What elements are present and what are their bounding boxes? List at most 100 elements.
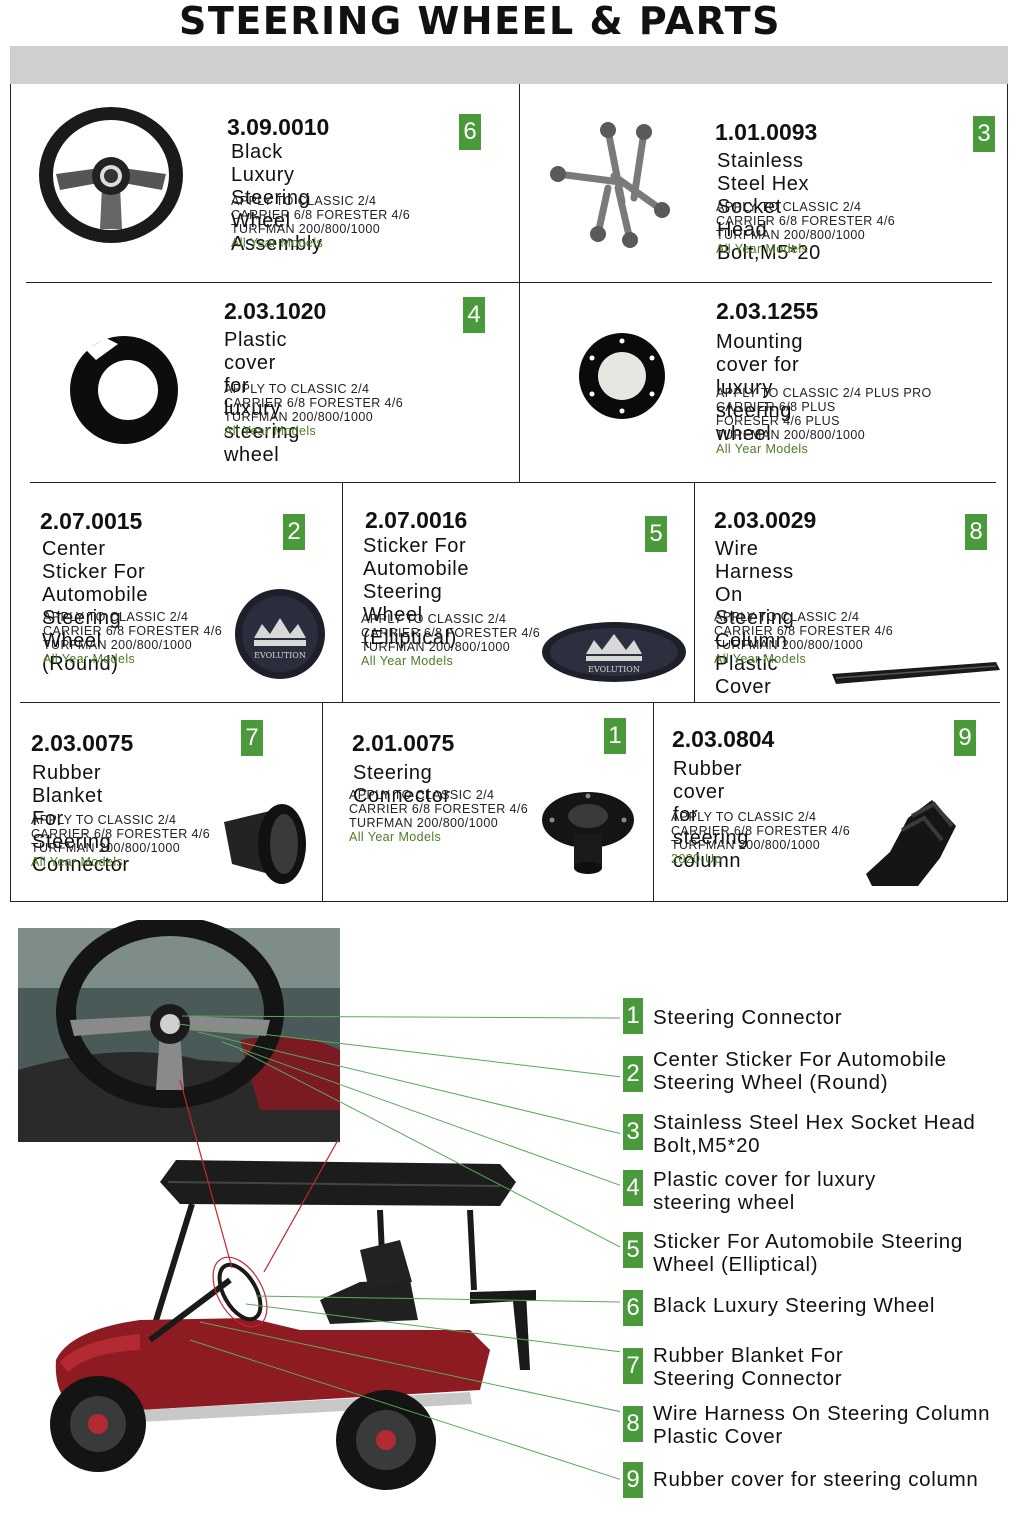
part-name: Black Luxury Steering Wheel Assembly (231, 141, 322, 256)
part-applicability: APPLY TO CLASSIC 2/4 CARRIER 6/8 FORESTE… (43, 610, 222, 666)
apply-line: APPLY TO CLASSIC 2/4 (671, 810, 817, 824)
grid-divider (653, 702, 654, 902)
part-name-line: Black Luxury Steering (231, 141, 311, 209)
model-years: All Year Models (714, 652, 807, 666)
mounting-cover-photo (579, 333, 665, 419)
part-applicability: APPLY TO CLASSIC 2/4 CARRIER 6/8 FORESTE… (231, 194, 410, 250)
part-code: 2.03.1255 (716, 298, 819, 324)
legend-label: Wire Harness On Steering Column Plastic … (653, 1402, 1013, 1448)
rubber-blanket-photo (224, 804, 306, 884)
apply-line: CARRIER 6/8 FORESTER 4/6 (716, 214, 896, 228)
part-number-badge: 8 (965, 514, 987, 550)
steering-connector-photo (542, 792, 634, 874)
part-number-badge: 6 (459, 114, 481, 150)
parts-grid-frame (10, 84, 1008, 902)
apply-line: TURFMAN 200/800/1000 (714, 638, 864, 652)
grid-divider (694, 482, 695, 702)
dashboard-closeup-photo (18, 920, 340, 1142)
part-code: 2.03.1020 (224, 298, 327, 324)
model-years: All Year Models (43, 652, 136, 666)
legend-label: Plastic cover for luxury steering wheel (653, 1168, 1013, 1214)
model-years: 2020-Up (671, 852, 722, 866)
part-name-line: Mounting cover for luxury (716, 331, 804, 399)
part-name-line: Steering Column (715, 607, 795, 652)
part-name-line: Rubber Blanket For (32, 762, 103, 830)
legend-label: Steering Connector (653, 1006, 1013, 1029)
part-name-line: Steering Wheel (363, 581, 443, 626)
grid-divider (519, 84, 520, 482)
grid-divider (26, 282, 992, 283)
part-name-line: Wheel Assembly (231, 210, 323, 255)
legend-number-badge: 4 (623, 1170, 643, 1206)
legend-number-badge: 3 (623, 1114, 643, 1150)
part-applicability: APPLY TO CLASSIC 2/4 CARRIER 6/8 FORESTE… (671, 810, 850, 866)
model-years: All Year Models (31, 855, 124, 869)
apply-line: CARRIER 6/8 FORESTER 4/6 (43, 624, 223, 638)
apply-line: TURFMAN 200/800/1000 (361, 640, 511, 654)
legend-number-badge: 6 (623, 1290, 643, 1326)
model-years: All Year Models (231, 236, 324, 250)
legend-label-line: Steering Wheel (Round) (653, 1071, 889, 1094)
part-code: 2.03.0075 (31, 730, 134, 756)
apply-line: APPLY TO CLASSIC 2/4 (716, 200, 862, 214)
legend-label-line: Center Sticker For Automobile (653, 1048, 947, 1071)
legend-label-line: Steering Connector (653, 1006, 843, 1029)
part-applicability: APPLY TO CLASSIC 2/4 CARRIER 6/8 FORESTE… (31, 813, 210, 869)
part-name-line: Wheel (Round) (42, 630, 119, 675)
part-name: Rubber cover for steering column (673, 758, 749, 873)
apply-line: CARRIER 6/8 FORESTER 4/6 (231, 208, 411, 222)
round-sticker-photo: EVOLUTION (235, 589, 325, 679)
grid-divider (30, 482, 996, 483)
wire-harness-cover-photo (832, 662, 1000, 684)
legend-label-line: Wheel (Elliptical) (653, 1253, 819, 1276)
elliptical-sticker-photo: EVOLUTION (542, 622, 686, 682)
part-name: Steering Connector (353, 762, 451, 808)
legend-number-badge: 5 (623, 1232, 643, 1268)
part-number-badge: 7 (241, 720, 263, 756)
part-applicability: APPLY TO CLASSIC 2/4 CARRIER 6/8 FORESTE… (349, 788, 528, 844)
legend-label-line: Sticker For Automobile Steering (653, 1230, 963, 1253)
legend-number-badge: 1 (623, 998, 643, 1034)
legend-label-line: Plastic cover for luxury (653, 1168, 877, 1191)
legend-label: Sticker For Automobile Steering Wheel (E… (653, 1230, 1013, 1276)
legend-label-line: Black Luxury Steering Wheel (653, 1294, 936, 1317)
part-name: Mounting cover for luxury steering wheel (716, 331, 803, 446)
part-code: 2.07.0016 (365, 507, 468, 533)
grid-divider (342, 482, 343, 702)
part-applicability: APPLY TO CLASSIC 2/4 CARRIER 6/8 FORESTE… (224, 382, 403, 438)
header-bar (10, 46, 1008, 84)
apply-line: APPLY TO CLASSIC 2/4 (31, 813, 177, 827)
part-code: 3.09.0010 (227, 114, 330, 140)
legend-label: Stainless Steel Hex Socket Head Bolt,M5*… (653, 1111, 1013, 1157)
plastic-cover-photo (70, 336, 178, 444)
legend-label-line: Wire Harness On Steering Column (653, 1402, 991, 1425)
part-name-line: Rubber cover for (673, 758, 743, 826)
part-name-line: steering column (673, 827, 749, 872)
apply-line: CARRIER 6/8 FORESTER 4/6 (671, 824, 851, 838)
legend-label-line: Stainless Steel Hex Socket Head (653, 1111, 976, 1134)
model-years: All Year Models (349, 830, 442, 844)
part-name-line: steering wheel (716, 400, 792, 445)
legend-label-line: Rubber cover for steering column (653, 1468, 979, 1491)
apply-line: APPLY TO CLASSIC 2/4 (361, 612, 507, 626)
part-number-badge: 3 (973, 116, 995, 152)
legend-number-badge: 2 (623, 1056, 643, 1092)
legend-label-line: Steering Connector (653, 1367, 843, 1390)
part-name: Plastic cover for luxury steering wheel (224, 329, 300, 467)
legend-label-line: Plastic Cover (653, 1425, 783, 1448)
apply-line: TURFMAN 200/800/1000 (43, 638, 193, 652)
part-name-line: steering wheel (224, 421, 300, 466)
apply-line: TURFMAN 200/800/1000 (231, 222, 381, 236)
part-number-badge: 5 (645, 516, 667, 552)
assembly-illustration (18, 920, 620, 1490)
legend-number-badge: 9 (623, 1462, 643, 1498)
legend-label: Rubber Blanket For Steering Connector (653, 1344, 1013, 1390)
part-applicability: APPLY TO CLASSIC 2/4 CARRIER 6/8 FORESTE… (714, 610, 893, 666)
part-name-line: Socket Head Bolt,M5*20 (717, 196, 821, 264)
part-name-line: Automobile Steering (42, 584, 149, 629)
apply-line: CARRIER 6/8 FORESTER 4/6 (349, 802, 529, 816)
part-name: Wire Harness On Steering Column Plastic … (715, 538, 794, 699)
model-years: All Year Models (716, 242, 809, 256)
part-code: 2.01.0075 (352, 730, 455, 756)
part-applicability: APPLY TO CLASSIC 2/4 CARRIER 6/8 FORESTE… (716, 200, 895, 256)
